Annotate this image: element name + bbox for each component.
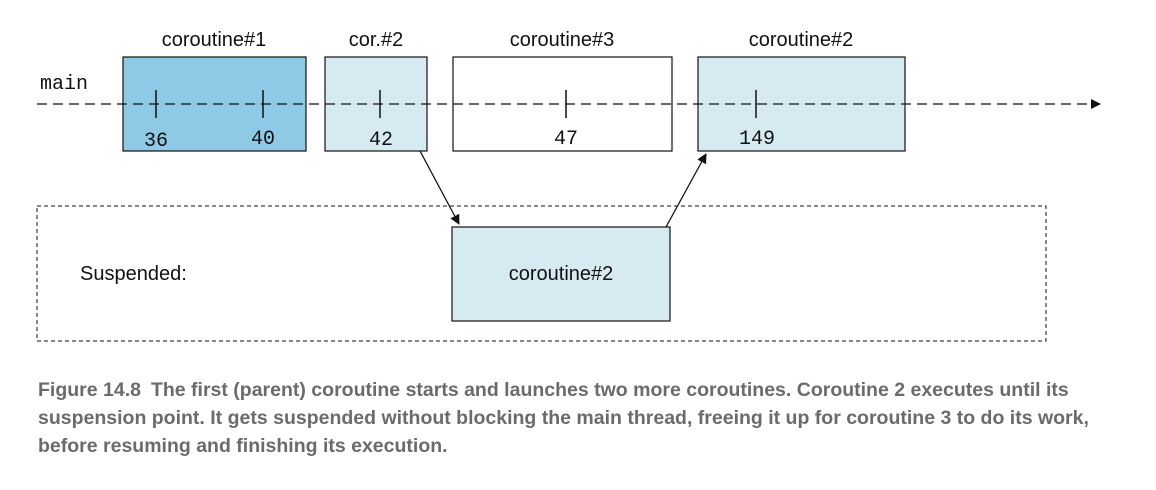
resume-arrow [665,153,707,228]
tick-label-42: 42 [369,129,393,152]
tick-label-40: 40 [251,128,275,151]
suspend-arrow [419,150,460,225]
segment-label-coroutine1: coroutine#1 [162,29,267,51]
tick-label-36: 36 [144,130,168,153]
coroutine-timeline-diagram: Suspended: coroutine#2 coroutine#1 cor.#… [36,29,1101,342]
suspended-region [36,205,1047,342]
caption-text: The first (parent) coroutine starts and … [38,379,1089,457]
tick-label-149: 149 [739,128,775,151]
segment-label-coroutine2-resume: coroutine#2 [749,29,854,51]
main-thread-label: main [40,73,88,96]
suspended-coroutine-label: coroutine#2 [509,263,614,285]
segment-label-coroutine3: coroutine#3 [510,29,615,51]
figure-number: Figure 14.8 [38,379,141,401]
suspended-coroutine-box [451,226,671,322]
suspended-label: Suspended: [80,263,187,285]
segment-label-coroutine2-start: cor.#2 [349,29,403,51]
tick-label-47: 47 [554,128,578,151]
